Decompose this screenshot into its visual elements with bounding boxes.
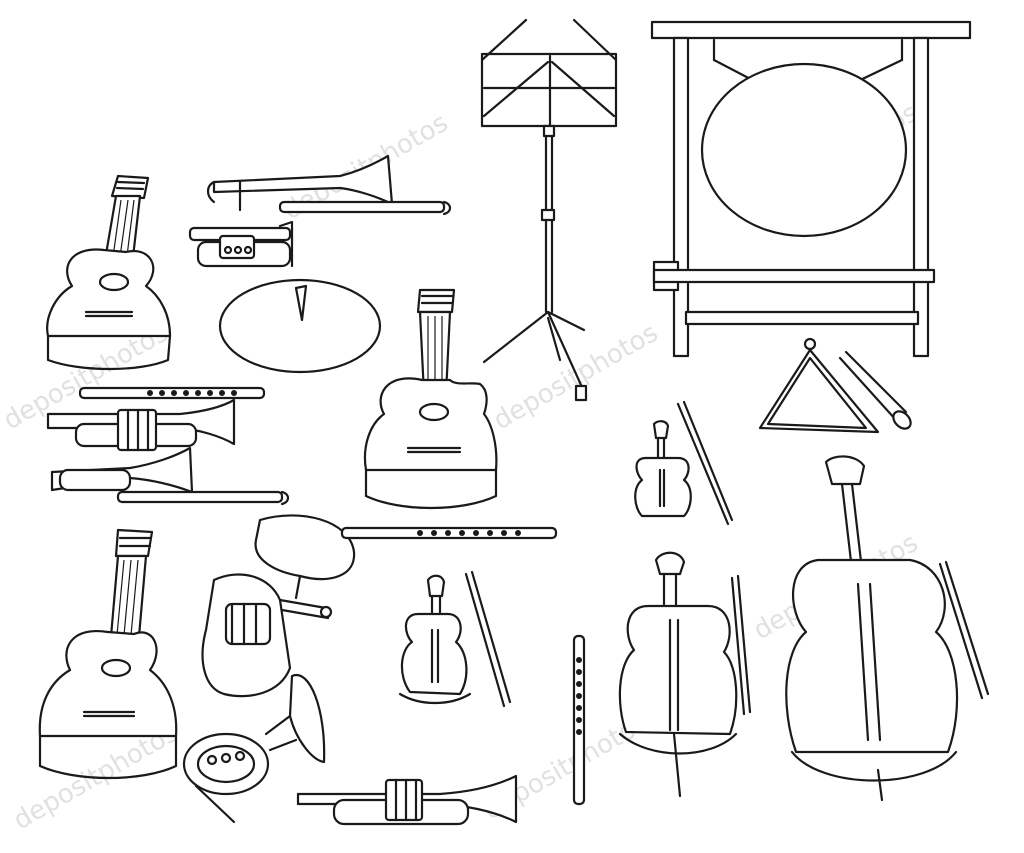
trombone-icon [50, 446, 290, 506]
french-horn-icon [182, 673, 326, 824]
acoustic-guitar-icon [363, 288, 498, 510]
flute-icon [78, 386, 266, 400]
tuba-icon [201, 514, 356, 698]
trumpet-icon [296, 774, 518, 826]
flute-icon [340, 526, 558, 540]
bow-icon [938, 560, 990, 700]
bow-icon [464, 570, 512, 708]
triangle-beater-icon [838, 350, 912, 430]
piccolo-icon [572, 634, 586, 806]
music-stand-icon [480, 18, 618, 402]
viola-icon [618, 551, 738, 798]
bow-icon [730, 574, 752, 716]
cymbal-icon [218, 278, 382, 374]
acoustic-guitar-icon [46, 174, 172, 371]
cello-icon [785, 455, 959, 802]
watermark-text: depositphotos [489, 318, 664, 436]
trombone-icon [206, 154, 452, 216]
triangle-icon [758, 337, 880, 434]
acoustic-guitar-icon [38, 528, 178, 780]
bow-icon [676, 400, 734, 526]
trumpet-icon [46, 398, 236, 452]
euphonium-icon [188, 220, 294, 268]
violin-icon [398, 574, 472, 704]
violin-icon [634, 420, 692, 518]
gong-icon [650, 20, 972, 358]
